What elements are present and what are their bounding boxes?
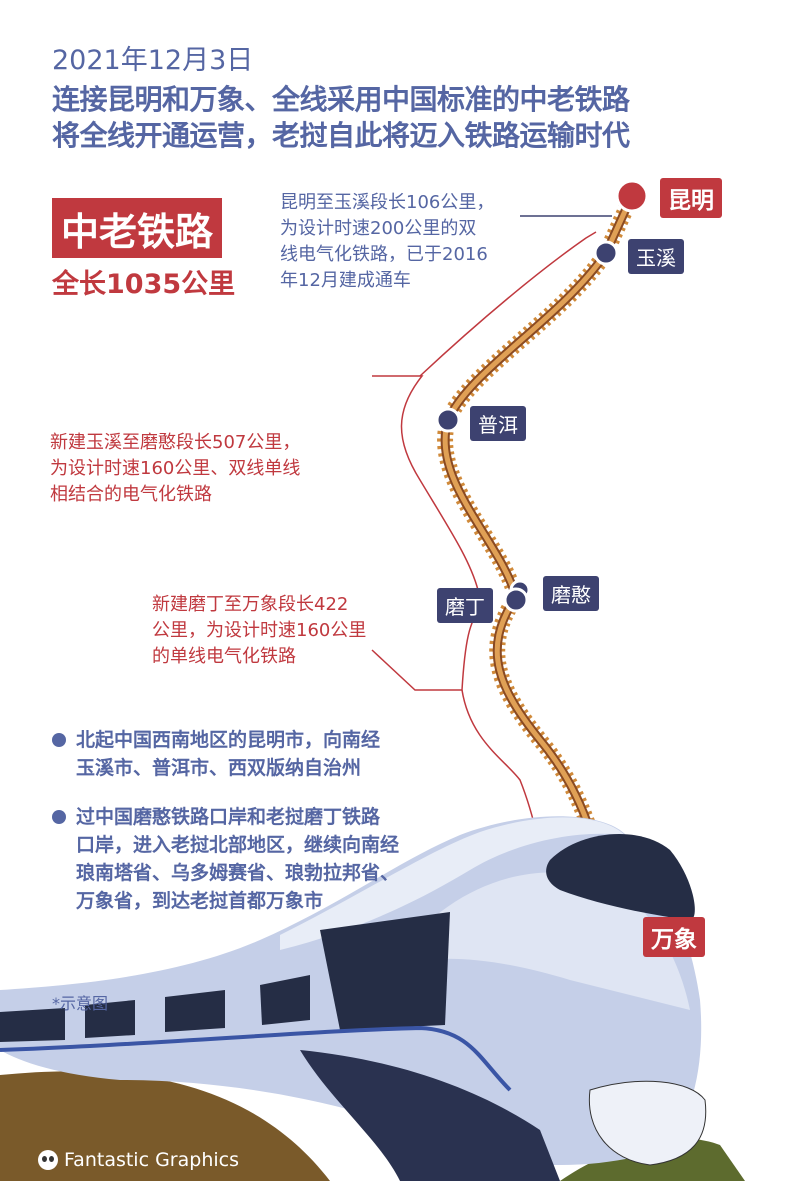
note-line: 年12月建成通车 [280, 270, 411, 291]
note-boten-vientiane: 新建磨丁至万象段长422 公里，为设计时速160公里 的单线电气化铁路 [152, 592, 366, 670]
bullet-dot-icon [52, 810, 66, 824]
station-label-yuxi: 玉溪 [628, 239, 684, 274]
headline-line-2: 将全线开通运营，老挝自此将迈入铁路运输时代 [52, 119, 630, 152]
bullet-route-laos: 过中国磨憨铁路口岸和老挝磨丁铁路口岸，进入老挝北部地区，继续向南经琅南塔省、乌多… [52, 803, 399, 915]
bullet-line: 万象省，到达老挝首都万象市 [76, 890, 324, 912]
railway-name-badge: 中老铁路 [52, 198, 222, 258]
note-line: 新建磨丁至万象段长422 [152, 594, 349, 615]
note-line: 线电气化铁路，已于2016 [280, 244, 488, 265]
bullet-route-china: 北起中国西南地区的昆明市，向南经玉溪市、普洱市、西双版纳自治州 [52, 726, 380, 782]
station-label-kunming: 昆明 [660, 178, 722, 218]
bullet-line: 口岸，进入老挝北部地区，继续向南经 [76, 834, 400, 856]
headline-line-1: 连接昆明和万象、全线采用中国标准的中老铁路 [52, 83, 630, 116]
bullet-line: 过中国磨憨铁路口岸和老挝磨丁铁路 [76, 806, 381, 828]
station-label-puer: 普洱 [470, 406, 526, 441]
leader-yuxi-top [419, 231, 597, 377]
station-dot-kunming [615, 179, 649, 213]
station-label-boten: 磨丁 [437, 588, 493, 623]
note-yuxi-mohan: 新建玉溪至磨憨段长507公里， 为设计时速160公里、双线单线 相结合的电气化铁… [50, 430, 300, 508]
note-line: 公里，为设计时速160公里 [152, 620, 367, 641]
bullet-line: 北起中国西南地区的昆明市，向南经 [76, 729, 381, 751]
date-heading: 2021年12月3日 [52, 45, 254, 76]
note-line: 的单线电气化铁路 [152, 646, 296, 667]
brand-footer: Fantastic Graphics [38, 1149, 239, 1171]
station-label-mohan: 磨憨 [543, 576, 599, 611]
station-dot-yuxi [593, 240, 619, 266]
note-kunming-yuxi: 昆明至玉溪段长106公里， 为设计时速200公里的双 线电气化铁路，已于2016… [280, 190, 494, 294]
panda-logo-icon [38, 1150, 58, 1170]
brand-name: Fantastic Graphics [64, 1149, 239, 1171]
note-line: 为设计时速160公里、双线单线 [50, 458, 301, 479]
note-line: 为设计时速200公里的双 [280, 218, 477, 239]
total-length: 全长1035公里 [52, 269, 236, 300]
note-line: 相结合的电气化铁路 [50, 484, 212, 505]
bullet-line: 玉溪市、普洱市、西双版纳自治州 [76, 757, 362, 779]
ground-brown [0, 1071, 330, 1181]
schematic-footnote: *示意图 [52, 994, 109, 1013]
station-dot-boten [503, 587, 529, 613]
train-illustration [0, 816, 707, 1181]
leader-yuxi-mohan [372, 375, 479, 591]
bullet-line: 琅南塔省、乌多姆赛省、琅勃拉邦省、 [76, 862, 400, 884]
station-dot-puer [435, 407, 461, 433]
bullet-dot-icon [52, 733, 66, 747]
note-line: 新建玉溪至磨憨段长507公里， [50, 432, 301, 453]
note-line: 昆明至玉溪段长106公里， [280, 192, 495, 213]
station-label-vientiane: 万象 [643, 917, 705, 957]
